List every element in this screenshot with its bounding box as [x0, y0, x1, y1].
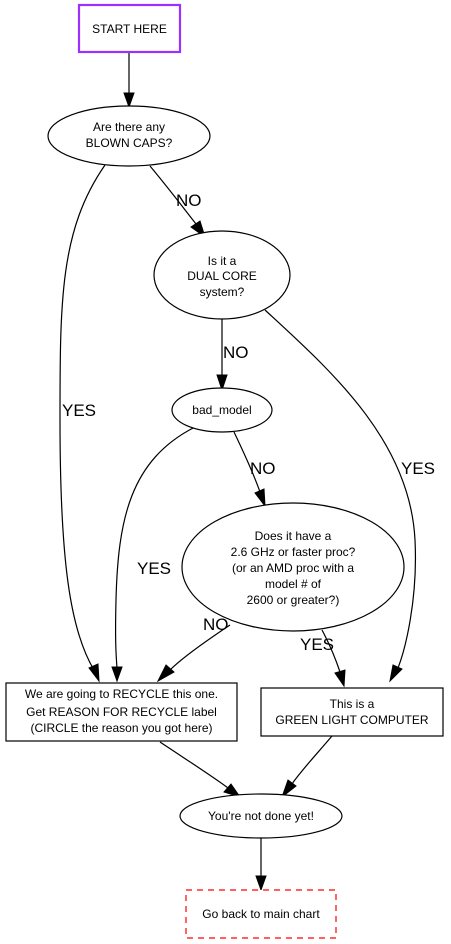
arrowhead	[88, 663, 100, 683]
node-ghz-line: 2.6 GHz or faster proc?	[231, 545, 356, 559]
arrowhead	[334, 669, 346, 688]
node-start-text: START HERE	[92, 22, 167, 36]
edge-dual-core-yes	[264, 309, 417, 669]
edge-label-blown-caps-no: NO	[176, 191, 202, 210]
node-recycle-line: (CIRCLE the reason you got here)	[30, 721, 212, 735]
node-blown-caps: Are there any BLOWN CAPS?	[47, 105, 211, 167]
edge-green-to-not-done	[291, 735, 333, 785]
arrowhead	[280, 779, 297, 799]
node-not-done: You're not done yet!	[179, 793, 343, 839]
edge-label-bad-model-no: NO	[250, 459, 276, 478]
node-dual-core-line: Is it a	[208, 254, 237, 268]
node-bad-model-shape	[171, 387, 273, 433]
node-start-box	[77, 3, 182, 54]
arrowhead	[123, 92, 135, 109]
arrowhead	[255, 875, 267, 892]
arrowhead	[156, 664, 175, 683]
node-bad-model-text: bad_model	[192, 403, 251, 417]
node-ghz-line: Does it have a	[255, 529, 332, 543]
edge-label-blown-caps-yes: YES	[62, 401, 96, 420]
edge-recycle-to-not-done	[159, 741, 229, 789]
node-blown-caps-line: BLOWN CAPS?	[86, 136, 173, 150]
arrowhead	[223, 783, 242, 798]
node-green-line: GREEN LIGHT COMPUTER	[275, 713, 428, 727]
edge-blown-caps-no	[149, 165, 197, 225]
node-recycle-line: Get REASON FOR RECYCLE label	[26, 705, 217, 719]
node-ghz-line: model # of	[265, 577, 322, 591]
edge-label-dual-core-no: NO	[223, 343, 249, 362]
edge-ghz-no	[169, 624, 231, 671]
node-blown-caps-line: Are there any	[93, 120, 165, 134]
node-ghz-shape	[181, 502, 405, 632]
node-start: START HERE	[77, 3, 182, 54]
node-recycle-line: We are going to RECYCLE this one.	[25, 687, 218, 701]
node-ghz-line: (or an AMD proc with a	[232, 561, 354, 575]
node-main-chart-box	[185, 889, 337, 939]
edge-label-dual-core-yes: YES	[401, 459, 435, 478]
node-dual-core: Is it a DUAL CORE system?	[153, 230, 291, 320]
edge-label-bad-model-yes: YES	[137, 559, 171, 578]
node-green: This is a GREEN LIGHT COMPUTER	[260, 687, 444, 737]
node-main-chart-text: Go back to main chart	[202, 907, 320, 921]
node-main-chart[interactable]: Go back to main chart	[185, 889, 337, 939]
edge-bad-model-yes	[114, 426, 196, 669]
node-green-box	[260, 687, 444, 737]
node-recycle-box	[5, 682, 238, 742]
edge-blown-caps-yes	[59, 164, 106, 671]
arrowhead	[254, 488, 266, 508]
edge-label-ghz-no: NO	[203, 615, 229, 634]
node-blown-caps-shape	[47, 105, 211, 167]
arrowhead	[389, 664, 403, 683]
node-dual-core-line: system?	[200, 285, 245, 299]
node-dual-core-line: DUAL CORE	[187, 269, 257, 283]
node-bad-model: bad_model	[171, 387, 273, 433]
edge-label-ghz-yes: YES	[300, 635, 334, 654]
arrowhead	[111, 666, 123, 683]
edge-ghz-yes	[321, 629, 341, 673]
node-green-line: This is a	[330, 697, 375, 711]
arrowhead	[216, 374, 228, 392]
node-not-done-text: You're not done yet!	[208, 809, 314, 823]
node-ghz: Does it have a 2.6 GHz or faster proc? (…	[181, 502, 405, 632]
node-not-done-shape	[179, 793, 343, 839]
node-ghz-line: 2600 or greater?)	[247, 593, 340, 607]
edge-bad-model-no	[233, 431, 261, 493]
node-dual-core-shape	[153, 230, 291, 320]
node-recycle: We are going to RECYCLE this one. Get RE…	[5, 682, 238, 742]
